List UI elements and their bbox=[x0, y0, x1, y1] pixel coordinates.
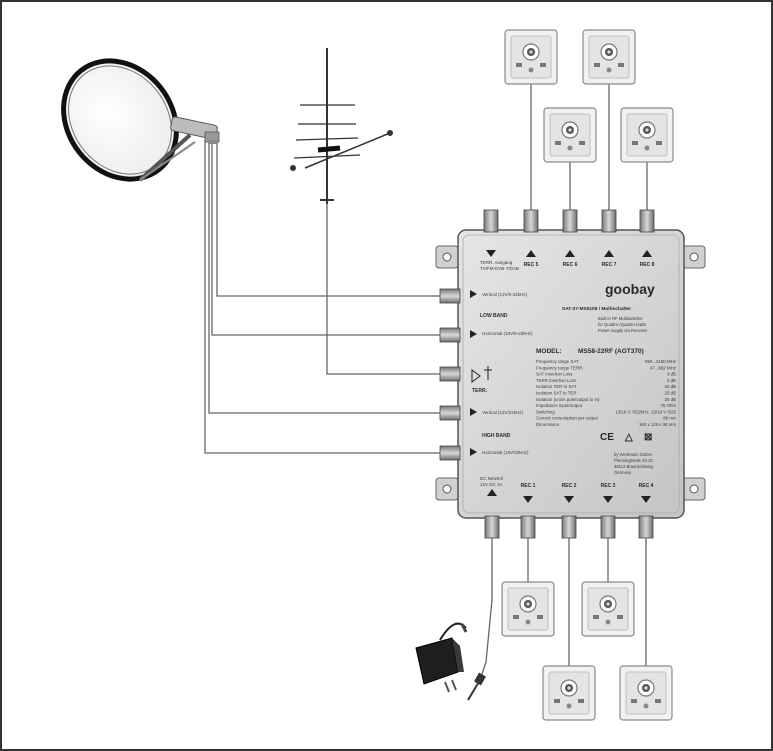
terr-label: TERR. bbox=[472, 388, 488, 394]
description-line-3: Power supply via Receiver bbox=[598, 328, 648, 333]
spec-label: Isolation TER to SAT bbox=[536, 384, 577, 389]
spec-label: Dimensions bbox=[536, 422, 560, 427]
spec-value: 160 x 119 x 38 mm bbox=[639, 422, 676, 427]
spec-value: 13/18 V, 0/22kHz, 13/18 V 0/22 bbox=[615, 409, 676, 414]
wall-socket-icon bbox=[504, 29, 558, 85]
warning-icon: △ bbox=[624, 432, 633, 443]
spec-value: 25 dB bbox=[665, 391, 677, 396]
input-4-label: Horizontal (18V/22kHz) bbox=[482, 450, 529, 455]
wall-socket-icon bbox=[620, 107, 674, 163]
input-3-label: Vertical (13V/22kHz) bbox=[482, 410, 524, 415]
description-line-1: Built-in RF Multiswitcher bbox=[598, 316, 644, 321]
input-1-label: Vertical (13V/0-22kHz) bbox=[482, 292, 528, 297]
wall-socket-icon bbox=[501, 581, 555, 637]
spec-label: TERR insertion Loss bbox=[536, 378, 577, 383]
terr-output-label: TERR. Ausgang bbox=[480, 260, 513, 265]
satellite-dish-icon bbox=[61, 58, 220, 182]
wall-socket-icon bbox=[543, 107, 597, 163]
wall-socket-icon bbox=[619, 665, 673, 721]
ce-mark: CE bbox=[600, 432, 614, 443]
cable-power bbox=[479, 538, 493, 681]
manufacturer-line-3: 38112 Braunschweig bbox=[614, 464, 653, 469]
label-rec-8: REC 8 bbox=[640, 262, 655, 268]
product-code: SAT-27-MS5108 / Multischalter bbox=[562, 306, 631, 312]
low-band-label: LOW BAND bbox=[480, 313, 508, 319]
description-line-2: for Quattro-/Quattro-LNBs bbox=[598, 322, 646, 327]
spec-value: 47...862 MHz bbox=[650, 365, 676, 370]
spec-label: Frequency range SAT bbox=[536, 359, 579, 364]
wall-socket-icon bbox=[542, 665, 596, 721]
cable-dish-input-1 bbox=[216, 140, 443, 297]
terr-output-sublabel: TV/FM-DVB-T/DAB bbox=[480, 266, 519, 271]
dc-power-sublabel: 12V DC 2A bbox=[480, 482, 503, 487]
power-adapter-icon bbox=[415, 622, 486, 701]
model-name: MS58-22RF (AGT370) bbox=[578, 348, 644, 355]
label-rec-4: REC 4 bbox=[639, 483, 654, 489]
spec-label: Isolation SAT to TER bbox=[536, 391, 577, 396]
terrestrial-antenna-icon bbox=[290, 48, 393, 204]
multiswitch-device-icon: TERR. Ausgang TV/FM-DVB-T/DAB REC 5 REC … bbox=[435, 209, 706, 539]
cable-dish-input-3 bbox=[208, 140, 443, 414]
brand-logo: goobay bbox=[605, 281, 655, 297]
label-rec-1: REC 1 bbox=[521, 483, 536, 489]
spec-label: Frequency range TERR. bbox=[536, 365, 584, 370]
spec-label: Current consumption per output bbox=[536, 416, 599, 421]
specs-table: Frequency range SAT 950...2150 MHzFrequen… bbox=[536, 359, 677, 427]
label-rec-2: REC 2 bbox=[562, 483, 577, 489]
spec-value: 75 Ohm bbox=[660, 403, 676, 408]
spec-value: 80 mA bbox=[663, 416, 676, 421]
recycle-bin-icon: ⊠ bbox=[644, 432, 652, 443]
high-band-label: HIGH BAND bbox=[482, 433, 511, 439]
spec-label: Impedance input/output bbox=[536, 403, 583, 408]
cable-terr-input bbox=[326, 200, 443, 375]
label-rec-7: REC 7 bbox=[602, 262, 617, 268]
dc-power-label: DC Netzteil bbox=[480, 476, 503, 481]
wall-socket-icon bbox=[581, 581, 635, 637]
spec-label: SAT insertion Loss bbox=[536, 372, 573, 377]
label-rec-6: REC 6 bbox=[563, 262, 578, 268]
manufacturer-line-4: Germany bbox=[614, 470, 632, 475]
spec-value: 950...2150 MHz bbox=[645, 359, 676, 364]
manufacturer-line-2: Pfenningbreite 20-22 bbox=[614, 458, 654, 463]
spec-value: 30 dB bbox=[665, 384, 677, 389]
cable-dish-input-4 bbox=[204, 140, 443, 454]
spec-label: Switching bbox=[536, 409, 555, 414]
spec-value: 2 dB bbox=[667, 378, 676, 383]
spec-label: Isolation (cross pole/output to in) bbox=[536, 397, 600, 402]
label-rec-3: REC 3 bbox=[601, 483, 616, 489]
cable-dish-input-2 bbox=[211, 140, 443, 336]
manufacturer-line-1: by Wentronic GmbH bbox=[614, 452, 652, 457]
spec-value: 3 dB bbox=[667, 372, 676, 377]
spec-value: 25 dB bbox=[665, 397, 677, 402]
input-2-label: Horizontal (18V/0-22kHz) bbox=[482, 331, 533, 336]
label-rec-5: REC 5 bbox=[524, 262, 539, 268]
cables bbox=[204, 84, 648, 681]
wall-socket-icon bbox=[582, 29, 636, 85]
model-label: MODEL: bbox=[536, 348, 562, 355]
